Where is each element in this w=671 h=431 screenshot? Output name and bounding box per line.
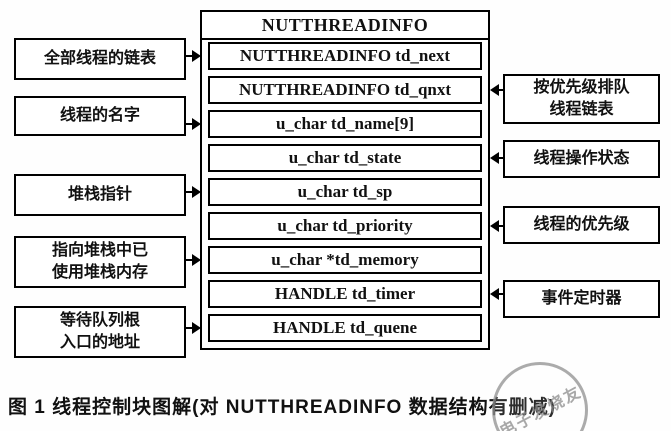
field-td-next: NUTTHREADINFO td_next (208, 42, 482, 70)
note-thread-name: 线程的名字 (14, 96, 186, 136)
field-td-quene: HANDLE td_quene (208, 314, 482, 342)
struct-title: NUTTHREADINFO (202, 12, 488, 40)
field-td-qnxt: NUTTHREADINFO td_qnxt (208, 76, 482, 104)
field-td-timer: HANDLE td_timer (208, 280, 482, 308)
watermark-stamp-icon: 电子发烧友 (492, 362, 588, 431)
struct-box: NUTTHREADINFO NUTTHREADINFO td_next NUTT… (200, 10, 490, 350)
note-used-stack-memory: 指向堆栈中已 使用堆栈内存 (14, 236, 186, 288)
note-wait-queue-root: 等待队列根 入口的地址 (14, 306, 186, 358)
note-priority-queue-list: 按优先级排队 线程链表 (503, 74, 660, 124)
field-td-priority: u_char td_priority (208, 212, 482, 240)
field-td-memory: u_char *td_memory (208, 246, 482, 274)
arrow-to-td-qnxt-icon (490, 84, 504, 96)
arrow-to-td-memory-icon (185, 254, 201, 266)
note-event-timer: 事件定时器 (503, 280, 660, 318)
note-thread-state: 线程操作状态 (503, 140, 660, 178)
field-td-name: u_char td_name[9] (208, 110, 482, 138)
arrow-to-td-priority-icon (490, 220, 504, 232)
arrow-to-td-sp-icon (185, 186, 201, 198)
note-thread-priority: 线程的优先级 (503, 206, 660, 244)
field-td-sp: u_char td_sp (208, 178, 482, 206)
arrow-to-td-next-icon (185, 50, 201, 62)
arrow-to-td-quene-icon (185, 322, 201, 334)
note-all-thread-list: 全部线程的链表 (14, 38, 186, 80)
figure-caption: 图 1 线程控制块图解(对 NUTTHREADINFO 数据结构有删减) (8, 397, 556, 418)
struct-field-list: NUTTHREADINFO td_next NUTTHREADINFO td_q… (202, 40, 488, 348)
note-stack-pointer: 堆栈指针 (14, 174, 186, 216)
field-td-state: u_char td_state (208, 144, 482, 172)
arrow-to-td-name-icon (185, 118, 201, 130)
watermark-text: 电子发烧友 (497, 383, 585, 431)
arrow-to-td-timer-icon (490, 288, 504, 300)
arrow-to-td-state-icon (490, 152, 504, 164)
